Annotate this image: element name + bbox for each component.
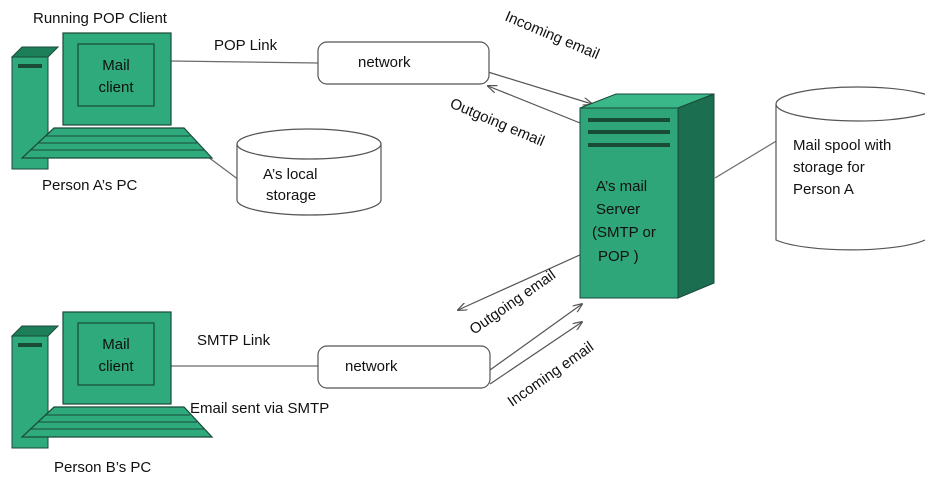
mail-server: A’s mail Server (SMTP or POP )	[579, 93, 715, 299]
spool-line2: storage for	[793, 159, 865, 176]
pc-b-monitor: Mail client	[62, 311, 172, 405]
pc-a-keyboard	[20, 127, 214, 159]
bottom-incoming-arrow	[489, 304, 582, 371]
running-pop-client-label: Running POP Client	[33, 10, 168, 27]
network-top-label: network	[358, 54, 411, 71]
server-spool-line	[714, 139, 779, 179]
mail-spool-cylinder: Mail spool with storage for Person A	[775, 86, 925, 251]
pop-link-label: POP Link	[214, 37, 278, 54]
pc-b-screen-line1: Mail	[102, 336, 130, 353]
smtp-link-label: SMTP Link	[197, 332, 271, 349]
person-a-pc: Running POP Client Mail client Person A’…	[10, 10, 214, 194]
email-sent-label: Email sent via SMTP	[190, 400, 329, 417]
network-bottom-label: network	[345, 358, 398, 375]
bottom-outgoing-arrow	[458, 253, 583, 310]
person-b-pc-label: Person B’s PC	[54, 459, 151, 476]
bottom-incoming-arrow-2	[489, 322, 582, 385]
server-line1: A’s mail	[596, 178, 647, 195]
network-bottom: network	[317, 345, 491, 389]
server-line3: (SMTP or	[592, 224, 656, 241]
pc-b-screen-line2: client	[98, 358, 134, 375]
spool-line1: Mail spool with	[793, 137, 891, 154]
network-top: network	[317, 41, 490, 85]
bottom-outgoing-label: Outgoing email	[467, 266, 559, 338]
pc-a-monitor: Mail client	[62, 32, 172, 126]
top-outgoing-arrow	[488, 86, 591, 128]
spool-line3: Person A	[793, 181, 854, 198]
server-line2: Server	[596, 201, 640, 218]
top-incoming-label: Incoming email	[502, 8, 602, 63]
person-b-pc: Mail client Person B’s PC	[10, 311, 214, 476]
local-storage-line2: storage	[266, 187, 316, 204]
pop-link-line	[169, 60, 319, 64]
server-line4: POP )	[598, 248, 639, 265]
pc-a-screen-line1: Mail	[102, 57, 130, 74]
top-incoming-arrow	[487, 71, 592, 104]
pc-b-keyboard	[20, 406, 214, 438]
flow-arrows	[458, 71, 592, 385]
pc-a-screen-line2: client	[98, 79, 134, 96]
person-a-pc-label: Person A’s PC	[42, 177, 137, 194]
local-storage-cylinder: A’s local storage	[236, 128, 382, 216]
local-storage-line1: A’s local	[263, 166, 317, 183]
